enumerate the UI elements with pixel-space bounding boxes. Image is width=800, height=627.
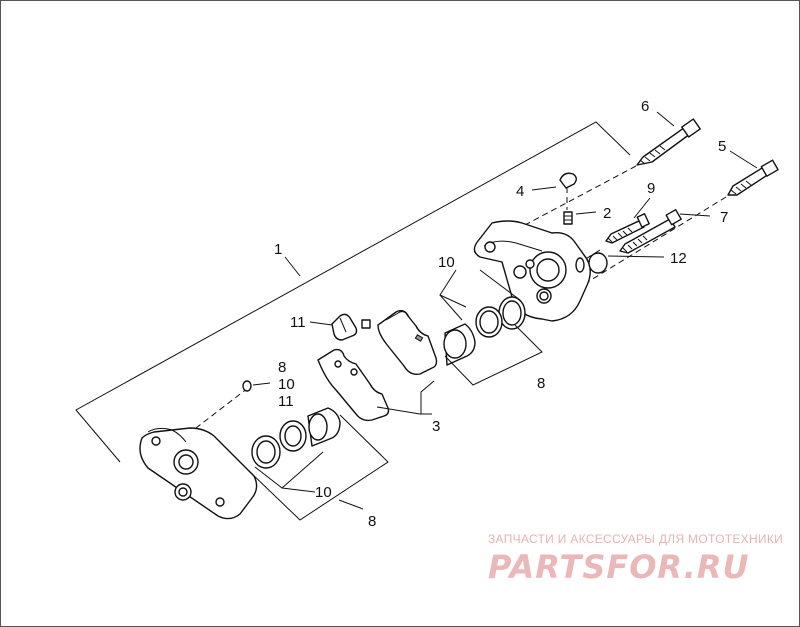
callout-5: 5: [718, 138, 726, 155]
callout-8-bottom: 8: [368, 513, 376, 530]
callout-9: 9: [647, 180, 655, 197]
callout-8-right: 8: [537, 375, 545, 392]
pin-9: [605, 213, 650, 244]
pad-clip-11: [331, 313, 371, 341]
callout-1: 1: [274, 241, 282, 258]
bleeder-valve-2: [563, 211, 573, 225]
callout-12: 12: [670, 250, 687, 267]
watermark-subtitle: ЗАПЧАСТИ И АКСЕССУАРЫ ДЛЯ МОТОТЕХНИКИ: [488, 532, 784, 546]
callout-4: 4: [516, 183, 524, 200]
callout-6: 6: [641, 98, 649, 115]
bolt-5: [727, 159, 779, 196]
callout-2: 2: [603, 205, 611, 222]
callout-3: 3: [432, 418, 440, 435]
assembly-dashes: [195, 165, 727, 429]
callout-10-small: 10: [278, 376, 295, 393]
bolt-6: [636, 118, 701, 166]
small-washer: [242, 380, 252, 392]
callout-10-top: 10: [438, 254, 455, 271]
leader-lines: [249, 111, 758, 521]
o-ring-12: [588, 252, 608, 274]
watermark-logo: PARTSFOR.RU: [488, 548, 750, 586]
callout-labels: 1 2 3 4 5 6 7 8 8 8 9 10 10 10 11 11 12: [274, 98, 728, 530]
caliper-half-left: [139, 427, 258, 520]
left-seals-and-piston: [251, 407, 341, 469]
pin-7: [619, 208, 682, 254]
assembly-bracket: [75, 121, 631, 463]
callout-11-small: 11: [278, 393, 294, 410]
caliper-half-right: [473, 220, 591, 322]
callout-11-clip: 11: [290, 314, 306, 331]
bleeder-cap-4: [559, 172, 577, 189]
right-seals-and-piston: [443, 296, 526, 366]
callout-7: 7: [720, 209, 728, 226]
brake-pad-rear: [377, 309, 438, 376]
callout-10-bottom: 10: [315, 484, 332, 501]
callout-8-small: 8: [278, 359, 286, 376]
brake-pad-front: [317, 348, 390, 422]
